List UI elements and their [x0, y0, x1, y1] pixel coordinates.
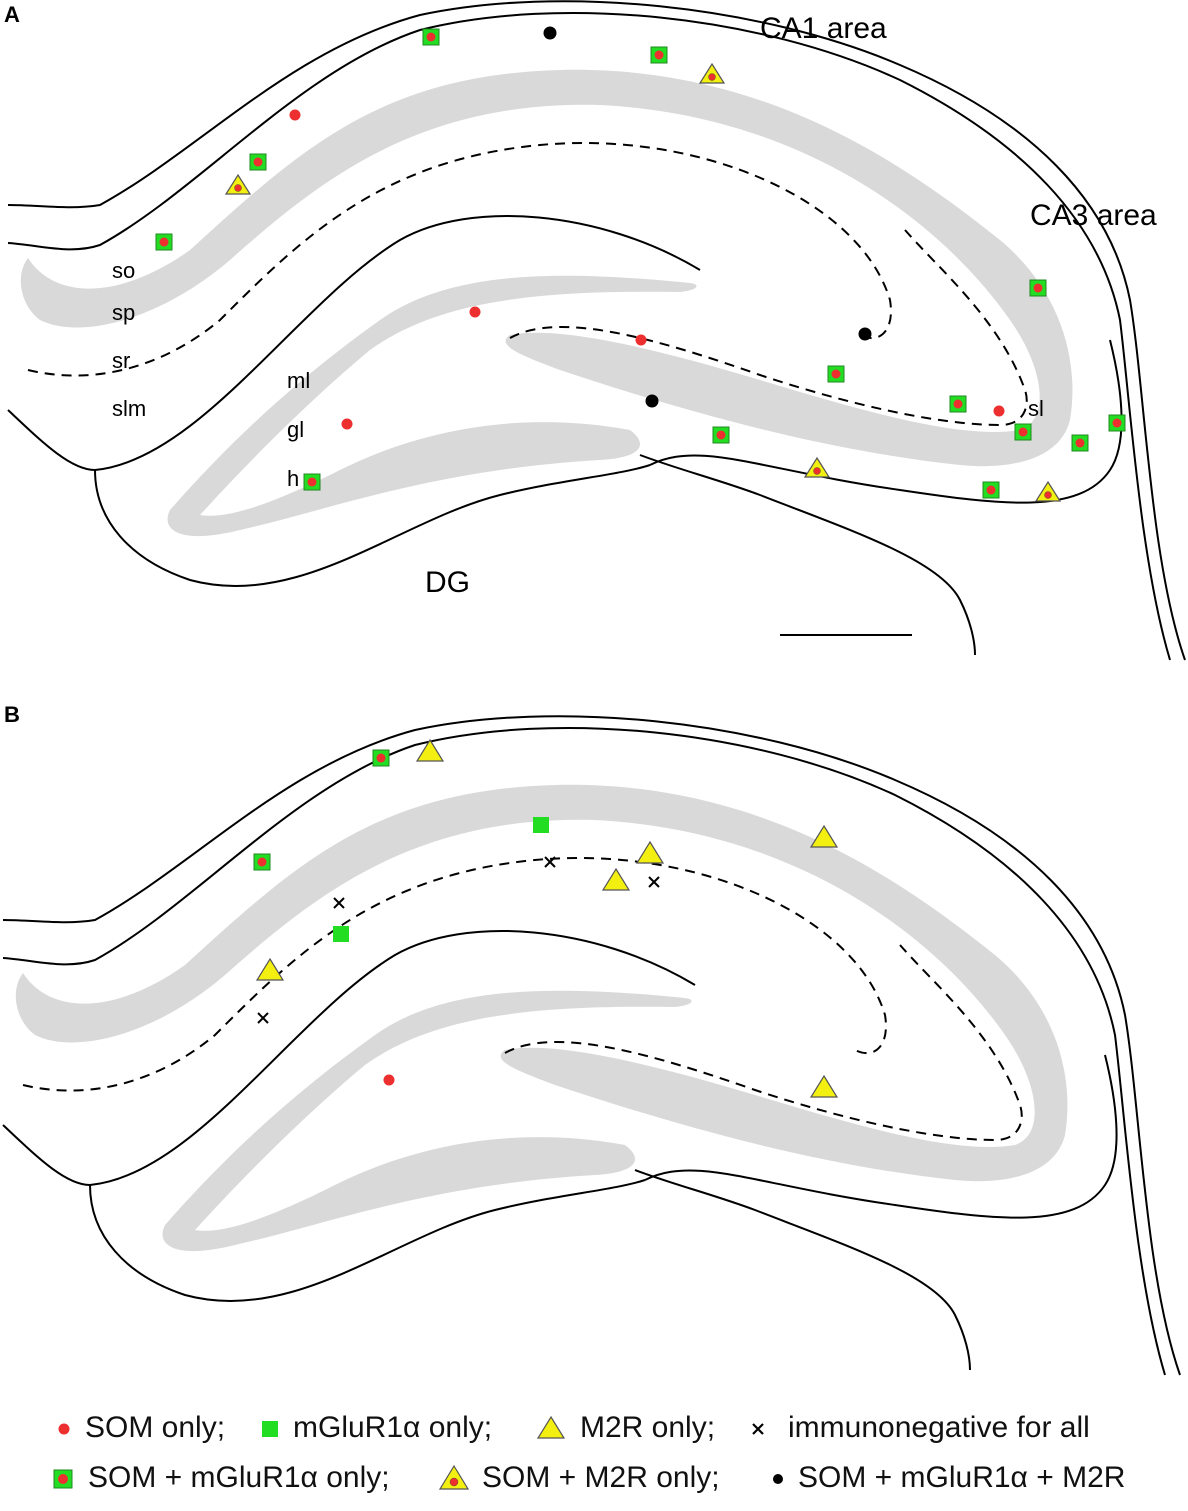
cell-marker: [533, 817, 549, 833]
cell-marker: [1029, 279, 1047, 297]
red-dot-icon: [52, 1403, 76, 1461]
panel-b-letter: B: [4, 702, 20, 727]
cell-marker: [803, 456, 831, 478]
legend-label: SOM + mGluR1α + M2R: [798, 1461, 1126, 1494]
legend-label: M2R only;: [580, 1411, 716, 1444]
cell-marker: [645, 394, 659, 408]
cell-marker: [809, 824, 839, 848]
cell-marker: [698, 62, 726, 84]
cell-marker: [650, 46, 668, 64]
legend-row-2: SOM + mGluR1α only; SOM + M2R only; SOM …: [0, 1453, 1188, 1503]
layer-sl-label: sl: [1028, 396, 1044, 421]
cell-marker: [601, 867, 631, 891]
cell-marker: [257, 1012, 269, 1024]
panel-a: A CA1 area CA3 area DG so sp sr slm ml g…: [4, 0, 1186, 662]
layer-h-label: h: [287, 466, 299, 491]
ca1-label: CA1 area: [760, 12, 887, 45]
cell-marker: [155, 233, 173, 251]
legend-row-1: SOM only; mGluR1α only; M2R only; immuno…: [0, 1403, 1188, 1453]
green-square-red-dot-icon: [50, 1453, 76, 1511]
cell-marker: [543, 26, 557, 40]
cell-marker: [544, 856, 556, 868]
cell-marker: [383, 1074, 395, 1086]
cell-marker: [635, 334, 647, 346]
legend-label: SOM only;: [85, 1411, 226, 1444]
cell-marker: [372, 749, 390, 767]
layer-gl-label: gl: [287, 417, 304, 442]
panel-a-letter: A: [4, 2, 20, 27]
cell-marker: [993, 405, 1005, 417]
cell-marker: [422, 28, 440, 46]
green-square-icon: [258, 1403, 282, 1461]
legend: SOM only; mGluR1α only; M2R only; immuno…: [0, 1395, 1188, 1505]
cell-marker: [253, 853, 271, 871]
cell-marker: [712, 426, 730, 444]
yellow-triangle-icon: [536, 1403, 566, 1461]
layer-sr-label: sr: [112, 348, 130, 373]
cell-marker: [303, 473, 321, 491]
legend-label: SOM + M2R only;: [482, 1461, 720, 1494]
cross-icon: [746, 1403, 770, 1461]
layer-so-label: so: [112, 258, 135, 283]
layer-sp-label: sp: [112, 300, 135, 325]
legend-label: immunonegative for all: [788, 1411, 1090, 1444]
cell-marker: [333, 897, 345, 909]
cell-marker: [635, 840, 665, 864]
legend-label: mGluR1α only;: [293, 1411, 493, 1444]
black-dot-icon: [768, 1453, 788, 1511]
layer-slm-label: slm: [112, 396, 146, 421]
legend-label: SOM + mGluR1α only;: [88, 1461, 390, 1494]
cell-marker: [858, 327, 872, 341]
cell-marker: [224, 173, 252, 195]
cell-marker: [809, 1074, 839, 1098]
cell-marker: [333, 926, 349, 942]
hippocampus-figure: A CA1 area CA3 area DG so sp sr slm ml g…: [2, 0, 1186, 1376]
cell-marker: [1071, 434, 1089, 452]
yellow-triangle-red-dot-icon: [438, 1453, 470, 1511]
ca3-label: CA3 area: [1030, 199, 1157, 232]
panel-b: B: [2, 702, 1181, 1376]
cell-marker: [949, 395, 967, 413]
cell-marker: [289, 109, 301, 121]
cell-marker: [255, 957, 285, 981]
cell-marker: [249, 153, 267, 171]
cell-marker: [341, 418, 353, 430]
cell-marker: [648, 876, 660, 888]
cell-marker: [1108, 414, 1126, 432]
layer-ml-label: ml: [287, 368, 310, 393]
cell-marker: [415, 738, 445, 762]
cell-marker: [827, 365, 845, 383]
cell-marker: [982, 481, 1000, 499]
cell-marker: [469, 306, 481, 318]
cell-marker: [1034, 480, 1062, 502]
cell-marker: [1014, 423, 1032, 441]
dg-label: DG: [425, 566, 470, 599]
